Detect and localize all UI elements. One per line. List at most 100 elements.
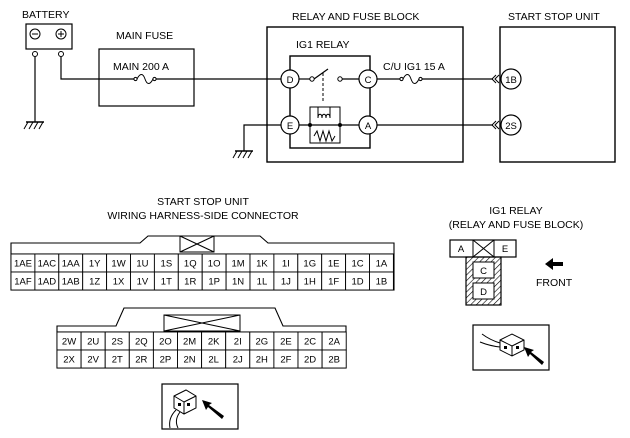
relay-switch-icon [299, 68, 359, 103]
ground-icon [232, 150, 253, 159]
connector-pin-label: 2U [87, 337, 99, 348]
connector-pin-label: 1R [184, 277, 196, 288]
connector-pin-cell: 1AA [58, 253, 84, 273]
svg-text:1B: 1B [505, 75, 517, 86]
ig1-relay-box [289, 55, 371, 149]
relay-terminal-d: D [280, 69, 300, 89]
connector-pin-cell: 1T [153, 271, 179, 291]
connector-pin-cell: 2K [201, 331, 227, 351]
unit-terminal-2s: 2S [500, 114, 522, 136]
connector-pin-cell: 1Y [82, 253, 108, 273]
connector-pin-label: 2O [159, 337, 172, 348]
connector-pin-cell: 2X [56, 349, 82, 369]
connector-pin-label: 2L [208, 355, 219, 366]
connector-pin-label: 2P [160, 355, 172, 366]
connector-pin-cell: 2L [201, 349, 227, 369]
connector-pin-label: 1K [256, 259, 268, 270]
connector-pin-label: 2C [304, 337, 316, 348]
connector-pin-cell: 1X [106, 271, 131, 291]
connector-pin-cell: 2R [128, 349, 154, 369]
harness-title-line1: START STOP UNIT [157, 196, 249, 208]
connector-pin-cell: 1P [201, 271, 227, 291]
connector-pin-cell: 2N [177, 349, 203, 369]
connector-pin-cell: 2A [321, 331, 347, 351]
connector-pin-cell: 2I [225, 331, 251, 351]
ig1-relay-label: IG1 RELAY [296, 39, 350, 51]
connector-pin-label: 2W [62, 337, 76, 348]
connector-pin-cell: 2E [273, 331, 299, 351]
svg-text:2S: 2S [505, 121, 517, 132]
connector-pin-cell: 1R [177, 271, 203, 291]
front-label: FRONT [536, 277, 573, 289]
fuse-icon [377, 74, 493, 84]
ground-icon [23, 121, 44, 130]
connector-pin-label: 2A [328, 337, 340, 348]
connector-pin-cell: 2C [297, 331, 323, 351]
connector-pin-label: 2I [234, 337, 242, 348]
harness-connector-icon [161, 383, 239, 430]
connector-pin-label: 1Y [89, 259, 101, 270]
connector-pin-label: 1P [208, 277, 220, 288]
connector-pin-label: 1E [328, 259, 340, 270]
connector-pin-cell: 1O [201, 253, 227, 273]
relay-fuse-block-box [266, 26, 464, 163]
relay-terminal-a: A [358, 115, 378, 135]
connector-pin-label: 2B [328, 355, 340, 366]
connector-pin-cell: 1L [249, 271, 275, 291]
connector-pin-label: 1I [282, 259, 290, 270]
connector-pin-cell: 1A [369, 253, 394, 273]
connector-pin-label: 1U [136, 259, 148, 270]
connector-pin-label: 2E [280, 337, 292, 348]
connector-pin-cell: 1AD [34, 271, 60, 291]
connector-pin-cell: 1AE [10, 253, 36, 273]
harness-title-line2: WIRING HARNESS-SIDE CONNECTOR [107, 210, 299, 222]
main-fuse-label: MAIN FUSE [116, 30, 173, 42]
connector-pin-cell: 1S [153, 253, 179, 273]
connector-pin-label: 2H [256, 355, 268, 366]
connector-pin-cell: 1AB [58, 271, 84, 291]
arrow-left-icon [545, 258, 563, 270]
relay-connector-title-line2: (RELAY AND FUSE BLOCK) [449, 219, 583, 231]
connector-pin-label: 1D [351, 277, 363, 288]
connector-pin-cell: 1V [130, 271, 155, 291]
connector-pin-cell: 1AF [10, 271, 36, 291]
connector-pin-label: 1S [161, 259, 173, 270]
connector-pin-label: 2S [111, 337, 123, 348]
connector-pin-label: 2V [87, 355, 99, 366]
connector-pin-label: 1W [111, 259, 125, 270]
connector-pin-label: 1T [161, 277, 172, 288]
connector-pin-label: 1AD [38, 277, 57, 288]
connector-pin-cell: 1N [225, 271, 251, 291]
main-fuse-rating: MAIN 200 A [113, 61, 169, 73]
connector-pin-cell: 2J [225, 349, 251, 369]
connector-pin-cell: 1M [225, 253, 251, 273]
connector-pin-cell: 2P [152, 349, 178, 369]
connector-pin-cell: 1U [130, 253, 155, 273]
connector-pin-cell: 1K [249, 253, 275, 273]
connector-pin-cell: 2Q [128, 331, 154, 351]
connector-pin-label: 2X [63, 355, 75, 366]
svg-text:C: C [365, 75, 372, 86]
svg-text:A: A [365, 121, 372, 132]
connector-pin-cell: 1Z [82, 271, 108, 291]
connector-pin-label: 1N [232, 277, 244, 288]
battery-symbol [25, 23, 73, 57]
connector-pin-label: 2F [280, 355, 291, 366]
relay-pin-a: A [458, 244, 465, 255]
connector-pin-cell: 2G [249, 331, 275, 351]
connector-pin-cell: 1AC [34, 253, 60, 273]
unit-terminal-1b: 1B [500, 68, 522, 90]
connector-pin-label: 2N [183, 355, 195, 366]
relay-connector-title-line1: IG1 RELAY [489, 205, 543, 217]
connector-pin-label: 1C [351, 259, 363, 270]
connector-pin-label: 1X [113, 277, 125, 288]
connector-pin-cell: 2S [104, 331, 130, 351]
connector-pin-cell: 1B [369, 271, 394, 291]
svg-text:D: D [287, 75, 294, 86]
connector-pin-cell: 2M [177, 331, 203, 351]
connector-pin-label: 2M [183, 337, 196, 348]
connector-pin-cell: 2H [249, 349, 275, 369]
connector-pin-label: 2G [256, 337, 269, 348]
